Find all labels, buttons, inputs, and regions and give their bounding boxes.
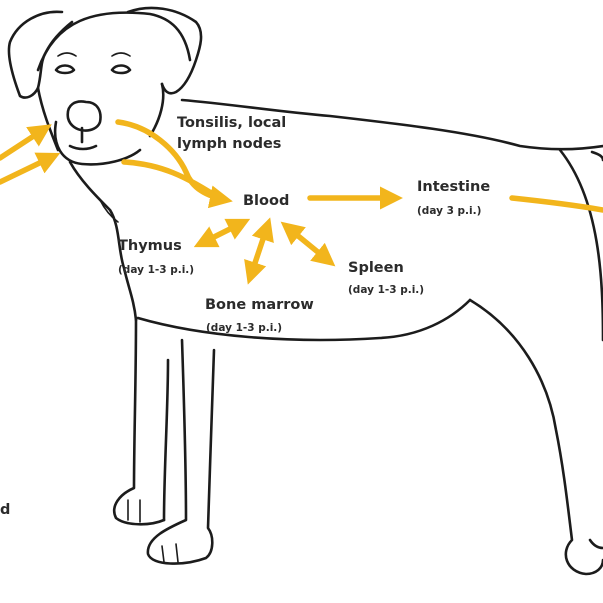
left-eye [54, 64, 76, 75]
front-leg-left [113, 316, 166, 526]
muzzle-outline [53, 120, 142, 166]
front-leg-right [146, 338, 216, 565]
thymus-day-label: (day 1-3 p.i.) [118, 264, 195, 276]
left-ear [7, 10, 74, 99]
arrow-blood-bone-marrow [244, 217, 274, 285]
chest-outline [68, 160, 138, 322]
nose [66, 100, 102, 132]
arrow-throat-to-blood [121, 159, 225, 203]
intestine-day-label: (day 3 p.i.) [417, 205, 482, 217]
spleen-day-label: (day 1-3 p.i.) [348, 284, 425, 296]
blood-label: Blood [243, 193, 290, 209]
arrow-blood-spleen [280, 221, 336, 267]
intestine-label: Intestine [417, 179, 491, 195]
arrows-group [0, 119, 603, 285]
cut-off-left-label: d [0, 502, 11, 518]
right-ear [126, 6, 203, 95]
right-cheek [148, 82, 165, 138]
arrow-entry-lower [0, 152, 61, 185]
arrow-intestine-to-right [509, 195, 603, 213]
arrow-entry-upper [0, 124, 52, 161]
back-outline [180, 98, 603, 151]
tonsils-label-line2: lymph nodes [177, 136, 282, 152]
tonsils-label: Tonsilis, local lymph nodes [177, 113, 286, 155]
bone-marrow-label: Bone marrow [205, 297, 314, 313]
rear-leg [468, 298, 603, 576]
thymus-label: Thymus [118, 238, 182, 254]
spleen-label: Spleen [348, 260, 404, 276]
head-outline [36, 11, 192, 72]
arrow-blood-thymus [193, 218, 251, 248]
belly-outline [136, 298, 472, 342]
tonsils-label-line1: Tonsilis, local [177, 115, 287, 131]
bone-marrow-day-label: (day 1-3 p.i.) [206, 322, 283, 334]
arrow-tonsils-to-blood [115, 119, 233, 209]
right-eye [110, 64, 132, 75]
